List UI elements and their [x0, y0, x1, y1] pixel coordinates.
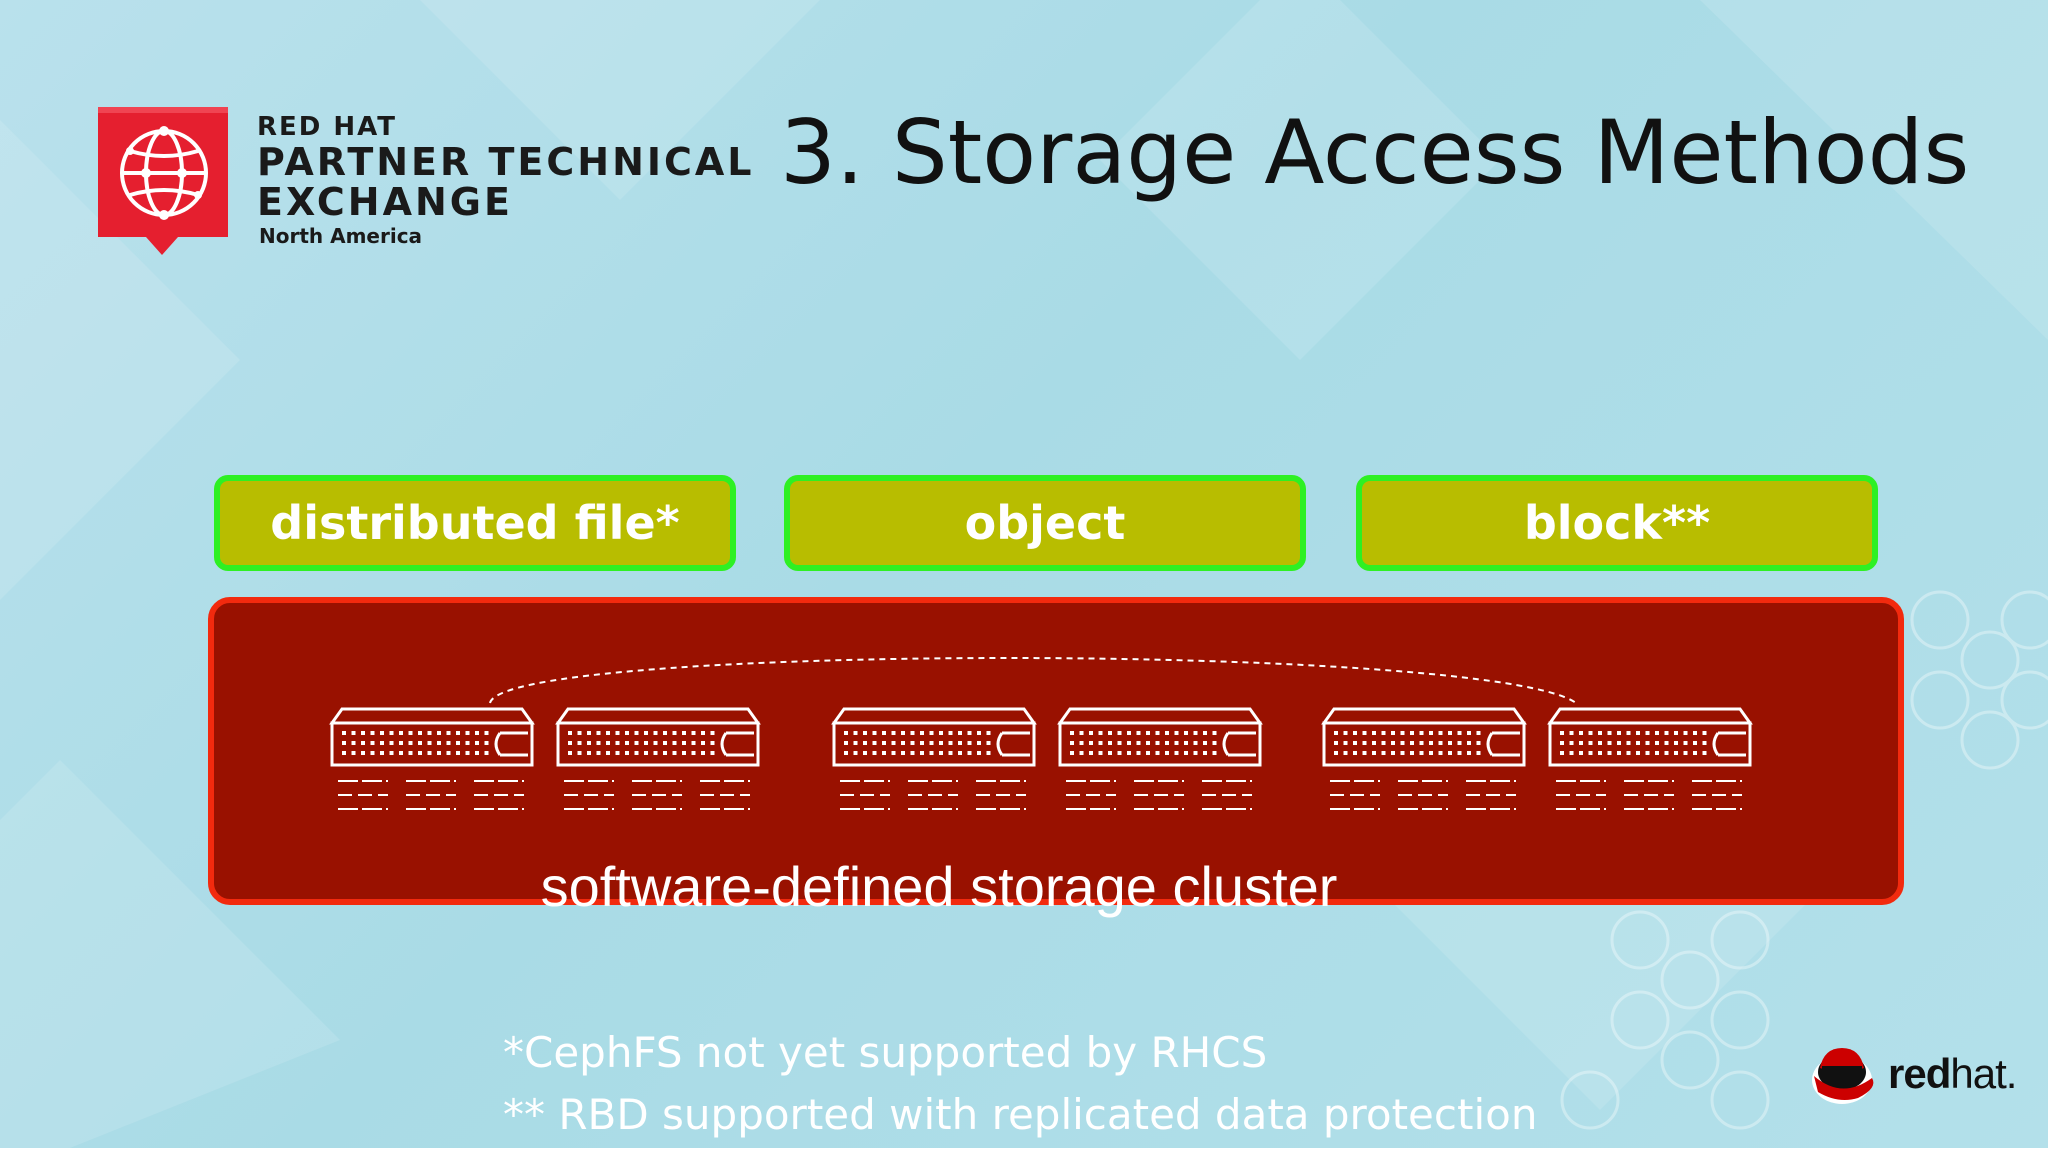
cluster-label: software-defined storage cluster — [540, 855, 1338, 918]
footnote-rbd: ** RBD supported with replicated data pr… — [503, 1090, 1538, 1139]
method-object: object — [784, 475, 1306, 571]
logo-line-exchange: EXCHANGE — [257, 180, 513, 224]
server-icon — [1321, 707, 1527, 810]
server-icon — [831, 707, 1037, 810]
server-icon — [555, 707, 761, 810]
bottom-strip — [0, 1148, 2048, 1152]
footnotes: *CephFS not yet supported by RHCS ** RBD… — [503, 1022, 1537, 1146]
redhat-wordmark-light: hat. — [1950, 1050, 2017, 1097]
storage-cluster: software-defined storage cluster — [208, 597, 1904, 918]
method-block: block** — [1356, 475, 1878, 571]
pte-logo-text: RED HAT PARTNER TECHNICAL EXCHANGE North… — [257, 112, 755, 250]
cluster-servers — [329, 657, 1753, 810]
logo-line-red-hat: RED HAT — [257, 112, 398, 142]
redhat-wordmark-bold: red — [1888, 1050, 1951, 1097]
slide-title: 3. Storage Access Methods — [780, 101, 1970, 204]
redhat-wordmark: redhat. — [1888, 1050, 2017, 1098]
method-distributed-file: distributed file* — [214, 475, 736, 571]
cluster-connection-arc — [489, 657, 1577, 704]
logo-line-region: North America — [259, 224, 423, 248]
server-icon — [1547, 707, 1753, 810]
server-icon — [329, 707, 535, 810]
redhat-shadowman-icon — [1812, 1048, 1874, 1104]
pte-logo-badge — [98, 107, 228, 255]
server-icon — [1057, 707, 1263, 810]
footnote-cephfs: *CephFS not yet supported by RHCS — [503, 1028, 1268, 1077]
logo-line-partner-technical: PARTNER TECHNICAL — [257, 140, 755, 184]
